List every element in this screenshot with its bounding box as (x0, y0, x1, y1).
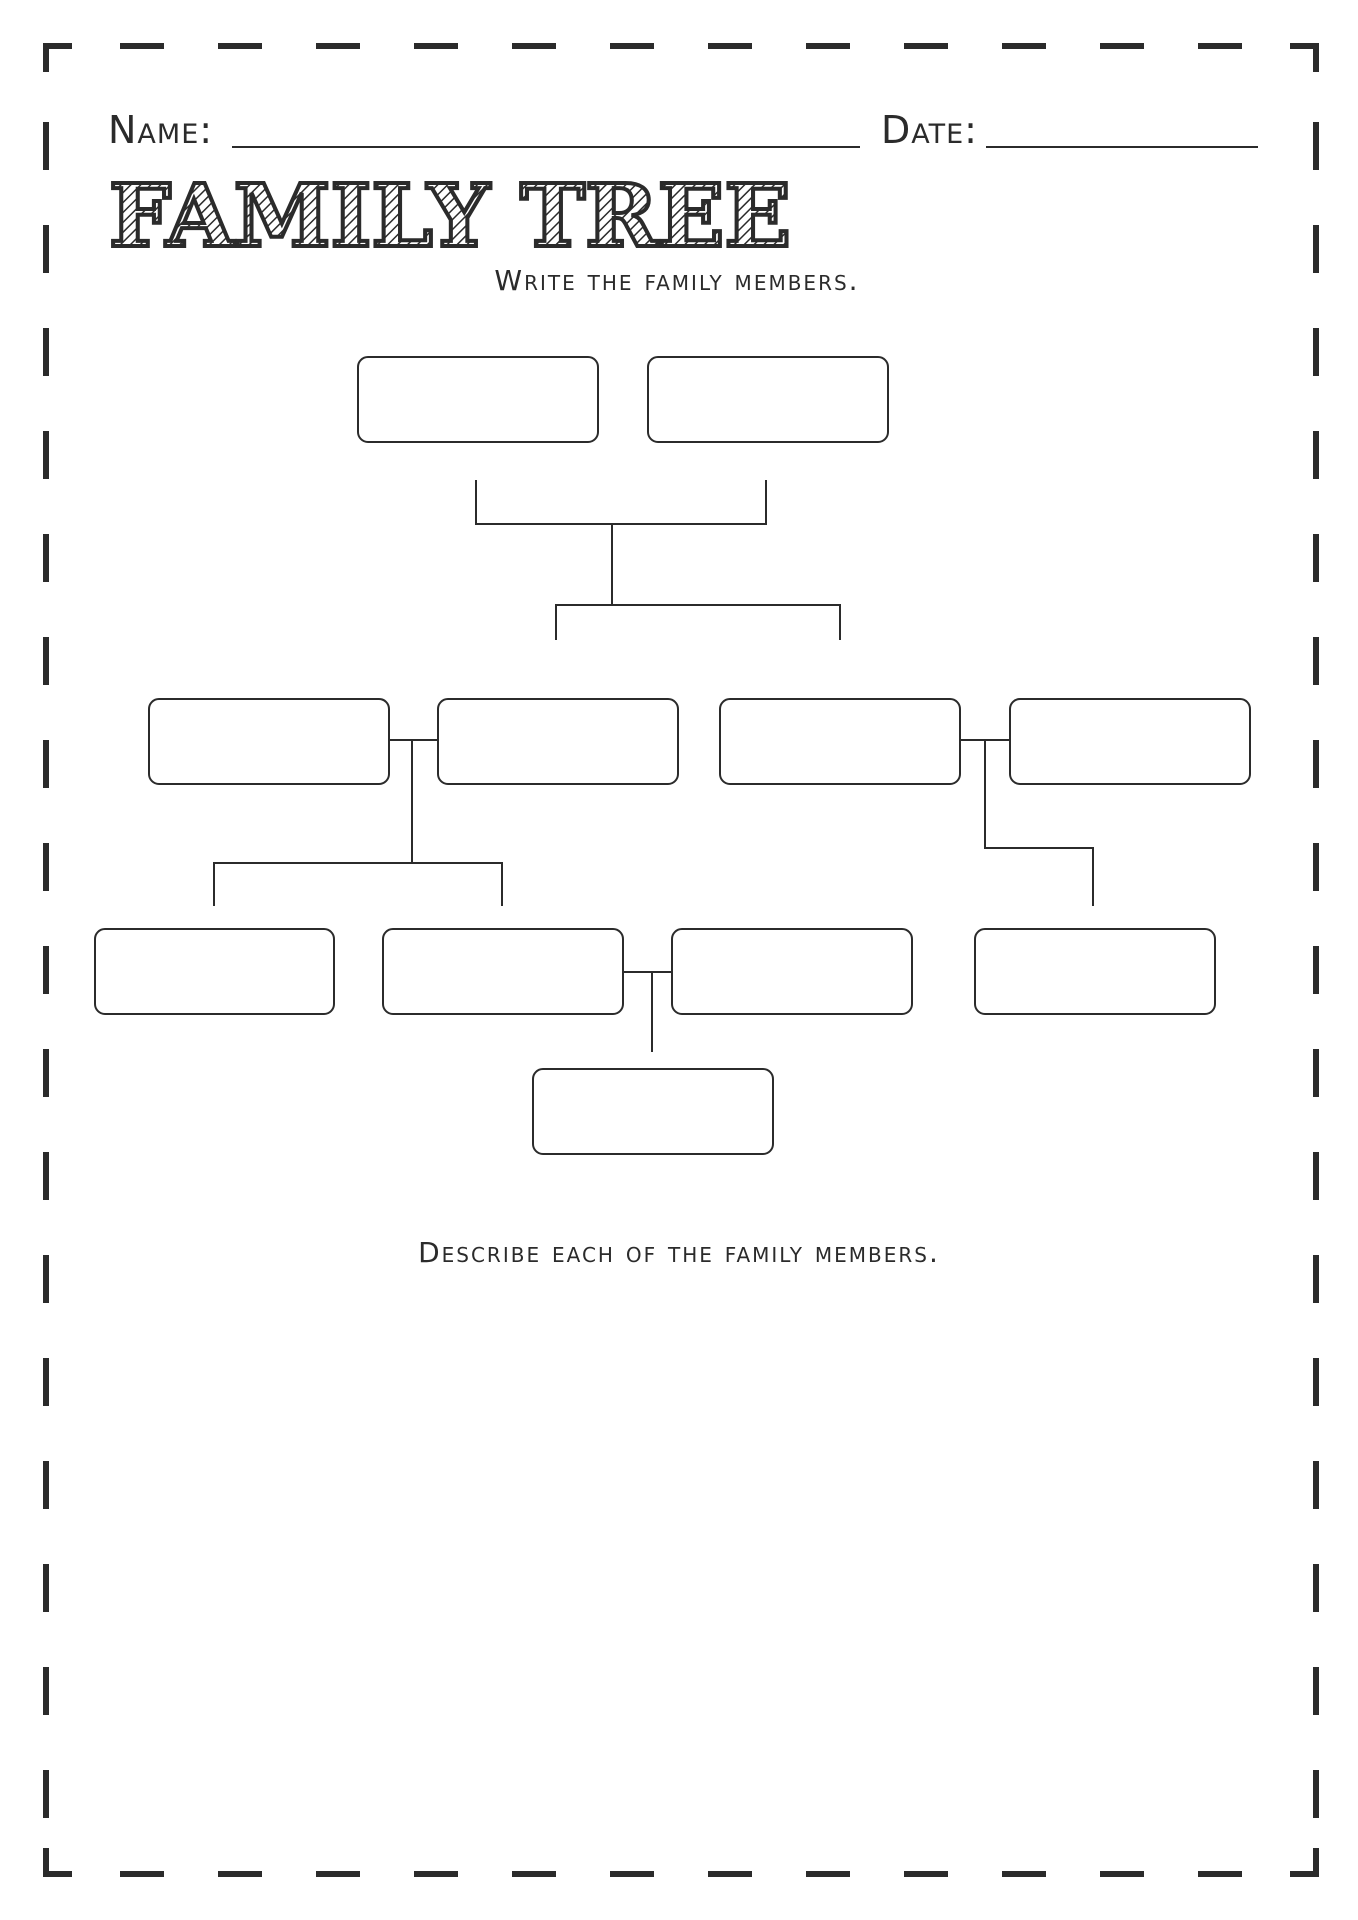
member-box-parent-2[interactable] (437, 698, 679, 785)
member-box-grandparent-2[interactable] (647, 356, 889, 443)
member-box-child-4[interactable] (974, 928, 1216, 1015)
member-box-parent-3[interactable] (719, 698, 961, 785)
instruction-write: Write the family members. (494, 264, 860, 297)
date-label: Date: (881, 108, 978, 152)
member-box-child-3[interactable] (671, 928, 913, 1015)
member-box-grandparent-1[interactable] (357, 356, 599, 443)
member-box-parent-4[interactable] (1009, 698, 1251, 785)
member-box-child-1[interactable] (94, 928, 335, 1015)
member-box-parent-1[interactable] (148, 698, 390, 785)
instruction-describe: Describe each of the family members. (418, 1236, 940, 1269)
member-box-grandchild-1[interactable] (532, 1068, 774, 1155)
date-field[interactable] (986, 146, 1258, 148)
name-field[interactable] (232, 146, 860, 148)
page-title-text: FAMILY TREE (109, 170, 791, 260)
page-title: FAMILY TREE (107, 170, 793, 260)
name-label: Name: (108, 108, 214, 152)
connector-lines (213, 480, 1094, 1052)
member-box-child-2[interactable] (382, 928, 624, 1015)
